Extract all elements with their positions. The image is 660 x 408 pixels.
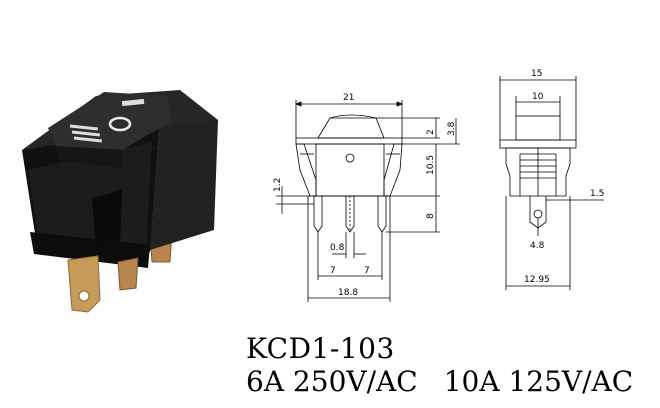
electrical-ratings: 6A 250V/AC 10A 125V/AC [246,368,633,396]
side-view-drawing [499,76,604,290]
dim-rocker-height: 2 [426,129,436,135]
switch-photo [22,90,218,313]
dim-body-height: 10.5 [426,155,436,175]
dim-pitch-left: 7 [330,266,336,276]
dim-body-width: 12.95 [524,275,550,285]
dim-clip-offset: 1.2 [273,178,283,192]
dim-rocker-width: 10 [532,92,544,102]
front-view-drawing [276,100,460,302]
dim-cap-height: 3.8 [447,121,457,136]
model-number: KCD1-103 [246,332,395,365]
rating-6a: 6A 250V/AC [246,365,418,398]
dim-terminal-thickness: 1.5 [590,189,604,199]
dim-pitch-right: 7 [364,266,370,276]
rating-10a: 10A 125V/AC [443,365,634,398]
dim-overall-width: 21 [343,93,354,103]
dim-base-width: 18.8 [338,288,358,298]
dim-terminal-width: 0.8 [330,243,345,253]
dim-side-overall-width: 15 [531,69,542,79]
dim-terminal-length: 8 [426,213,436,219]
dim-hole-diameter: 4.8 [530,241,545,251]
